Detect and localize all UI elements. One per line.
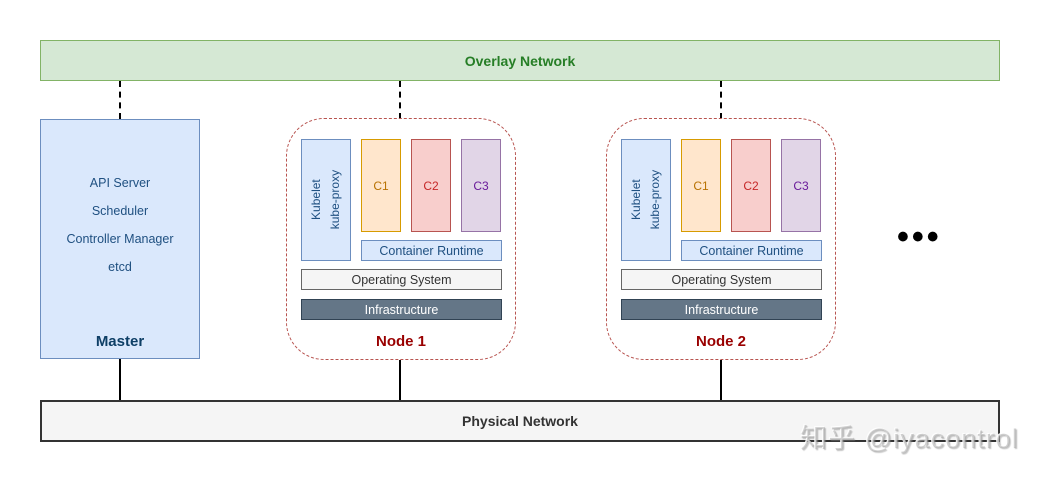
dashed-connector-node2 xyxy=(720,81,722,119)
container-runtime-box: Container Runtime xyxy=(361,240,502,261)
kubelet-kube-proxy-label: Kubelet kube-proxy xyxy=(629,170,662,230)
operating-system-box: Operating System xyxy=(621,269,822,290)
master-component-api-server: API Server xyxy=(89,176,151,190)
physical-network-label: Physical Network xyxy=(462,413,578,429)
dashed-connector-node1 xyxy=(399,81,401,119)
container-c1-box: C1 xyxy=(361,139,401,232)
node-2-box: Kubelet kube-proxy C1 C2 C3 Container Ru… xyxy=(606,118,836,360)
master-component-scheduler: Scheduler xyxy=(91,204,149,218)
infrastructure-box: Infrastructure xyxy=(301,299,502,320)
overlay-network-box: Overlay Network xyxy=(40,40,1000,81)
container-c1-box: C1 xyxy=(681,139,721,232)
master-box: API Server Scheduler Controller Manager … xyxy=(40,119,200,359)
dashed-connector-master xyxy=(119,81,121,119)
master-components: API Server Scheduler Controller Manager … xyxy=(41,176,199,274)
infrastructure-box: Infrastructure xyxy=(621,299,822,320)
master-component-controller-manager: Controller Manager xyxy=(66,232,174,246)
container-runtime-box: Container Runtime xyxy=(681,240,822,261)
kubelet-kube-proxy-label: Kubelet kube-proxy xyxy=(309,170,342,230)
more-nodes-ellipsis: ••• xyxy=(897,218,942,256)
container-c2-box: C2 xyxy=(411,139,451,232)
operating-system-box: Operating System xyxy=(301,269,502,290)
zhihu-watermark: 知乎 @iyacontrol xyxy=(800,424,1019,454)
node-1-label: Node 1 xyxy=(375,333,426,350)
overlay-network-label: Overlay Network xyxy=(464,52,576,69)
container-c3-box: C3 xyxy=(781,139,821,232)
kubelet-kube-proxy-box: Kubelet kube-proxy xyxy=(621,139,671,261)
kubelet-kube-proxy-box: Kubelet kube-proxy xyxy=(301,139,351,261)
container-c2-box: C2 xyxy=(731,139,771,232)
physical-network-box: Physical Network xyxy=(40,400,1000,442)
master-label: Master xyxy=(95,333,145,350)
solid-connector-node2 xyxy=(720,359,722,400)
master-component-etcd: etcd xyxy=(108,260,132,274)
solid-connector-node1 xyxy=(399,359,401,400)
container-c3-box: C3 xyxy=(461,139,501,232)
node-2-label: Node 2 xyxy=(695,333,746,350)
solid-connector-master xyxy=(119,359,121,400)
node-1-box: Kubelet kube-proxy C1 C2 C3 Container Ru… xyxy=(286,118,516,360)
